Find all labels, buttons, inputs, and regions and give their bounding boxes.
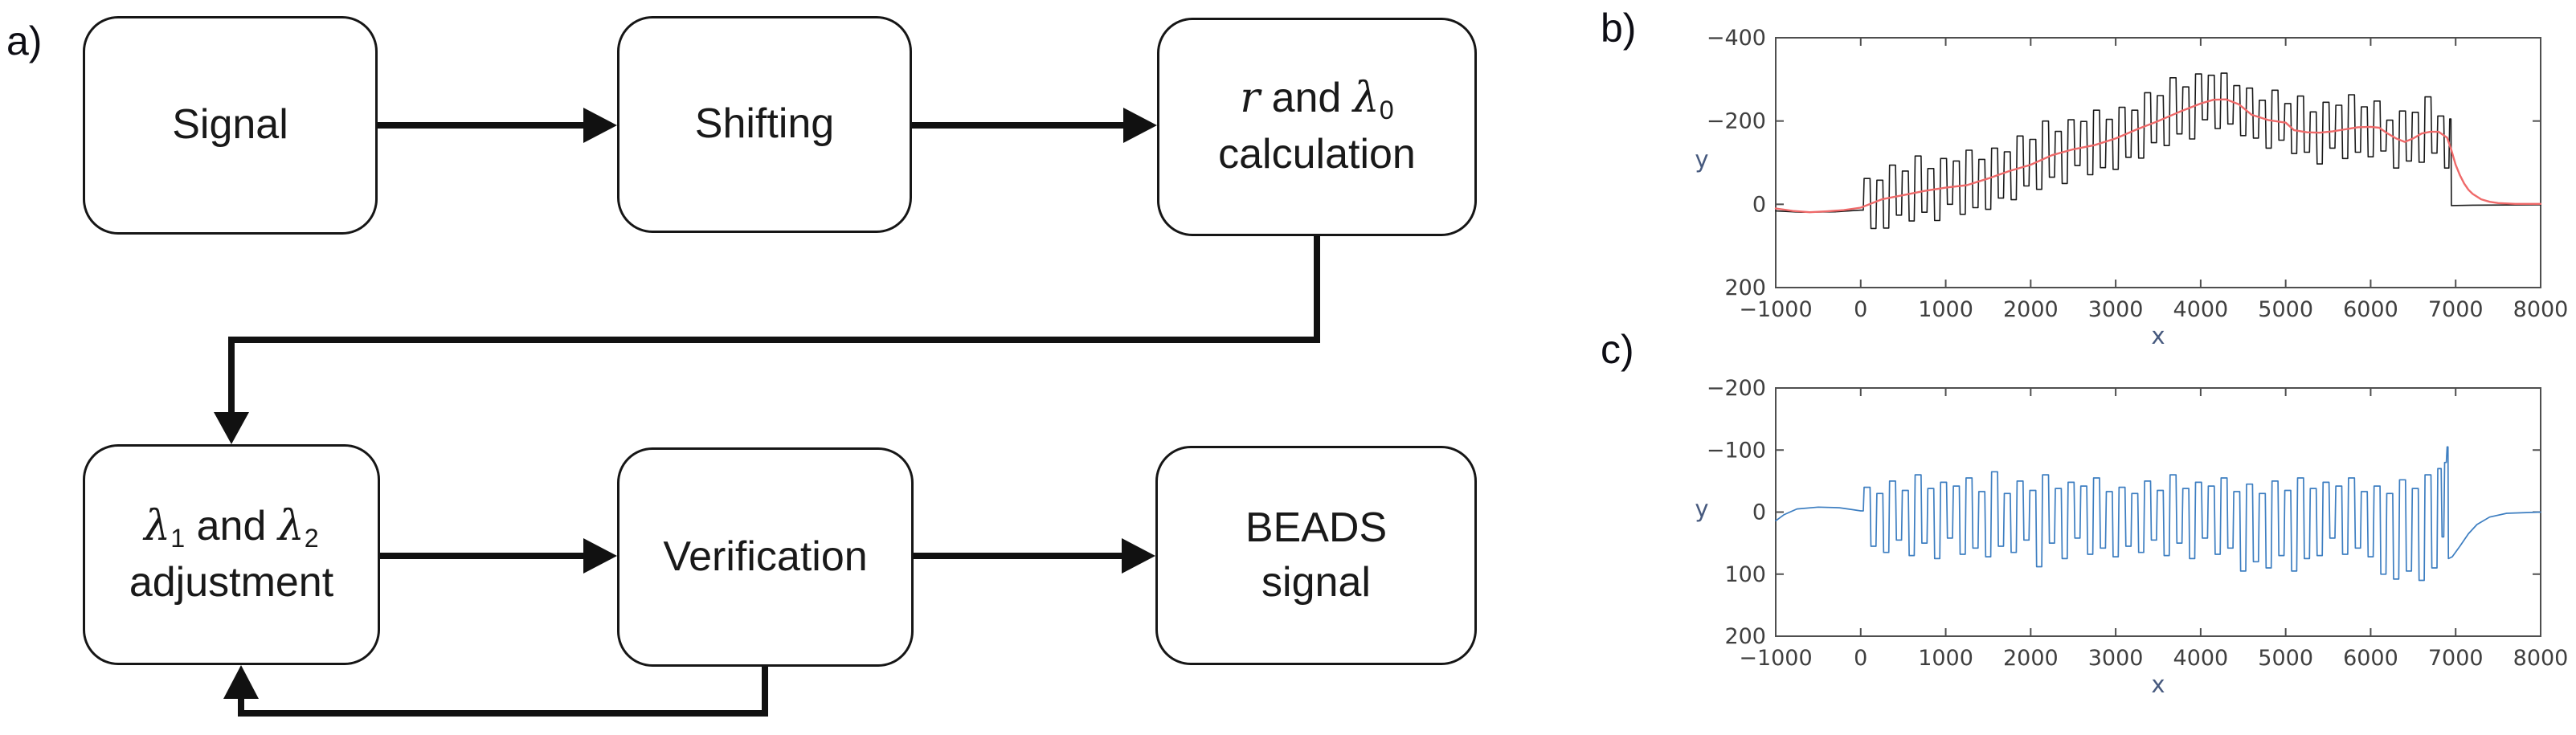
x-tick-label: 4000 <box>2173 646 2229 671</box>
y-tick-label: 0 <box>1752 192 1766 217</box>
y-tick-label: −200 <box>1707 376 1766 401</box>
x-tick-label: 2000 <box>2003 297 2059 322</box>
arrow-feedback-verification-to-adjustment <box>238 667 768 717</box>
panel-c-label: c) <box>1601 327 1634 372</box>
x-tick-label: 3000 <box>2088 646 2144 671</box>
y-axis-label: y <box>1695 496 1708 523</box>
x-axis-label: x <box>2151 322 2165 349</box>
x-tick-label: 8000 <box>2513 646 2569 671</box>
panel-a-label: a) <box>6 18 43 63</box>
x-tick-label: 6000 <box>2343 297 2398 322</box>
flow-box-label: Signal <box>172 101 288 149</box>
y-tick-label: −400 <box>1707 26 1766 51</box>
y-tick-label: −100 <box>1707 438 1766 463</box>
x-tick-label: −1000 <box>1739 297 1812 322</box>
flow-box-signal: Signal <box>83 16 378 235</box>
x-tick-label: 3000 <box>2088 297 2144 322</box>
flow-box-label: Verification <box>663 533 868 580</box>
plot-frame <box>1775 37 2541 288</box>
arrowhead-into-calculation <box>1123 108 1157 143</box>
y-tick-label: −200 <box>1707 109 1766 134</box>
x-tick-label: 6000 <box>2343 646 2398 671</box>
y-tick-label: 200 <box>1724 624 1766 649</box>
y-tick-label: 100 <box>1724 562 1766 587</box>
series-baseline <box>1774 98 2542 214</box>
y-tick-label: 200 <box>1724 276 1766 300</box>
x-tick-label: 5000 <box>2258 646 2313 671</box>
x-tick-label: 4000 <box>2173 297 2229 322</box>
x-tick-label: 0 <box>1854 297 1867 322</box>
plot-frame <box>1775 387 2541 637</box>
panel-b-label: b) <box>1601 6 1637 51</box>
series-beads_signal <box>1775 446 2541 582</box>
y-axis-label: y <box>1695 146 1708 174</box>
arrow-calculation-to-adjustment <box>228 236 1320 415</box>
x-tick-label: 1000 <box>1918 297 1973 322</box>
arrowhead-into-beads <box>1122 538 1155 574</box>
x-tick-label: 7000 <box>2428 646 2484 671</box>
arrowhead-into-adjustment-bottom <box>223 665 259 699</box>
flow-box-verification: Verification <box>617 447 914 667</box>
x-tick-label: 1000 <box>1918 646 1973 671</box>
x-axis-label: x <box>2151 671 2165 698</box>
x-tick-label: 2000 <box>2003 646 2059 671</box>
x-tick-label: 0 <box>1854 646 1867 671</box>
x-tick-label: 8000 <box>2513 297 2569 322</box>
x-tick-label: 7000 <box>2428 297 2484 322</box>
x-tick-label: −1000 <box>1739 646 1812 671</box>
arrowhead-into-verification <box>583 538 617 574</box>
flow-box-shifting: Shifting <box>617 16 912 233</box>
x-tick-label: 5000 <box>2258 297 2313 322</box>
series-signal <box>1775 72 2541 230</box>
y-tick-label: 0 <box>1752 500 1766 525</box>
flow-box-label: Shifting <box>694 100 835 148</box>
arrowhead-into-adjustment-top <box>214 412 249 444</box>
arrowhead-into-shifting <box>583 108 617 143</box>
